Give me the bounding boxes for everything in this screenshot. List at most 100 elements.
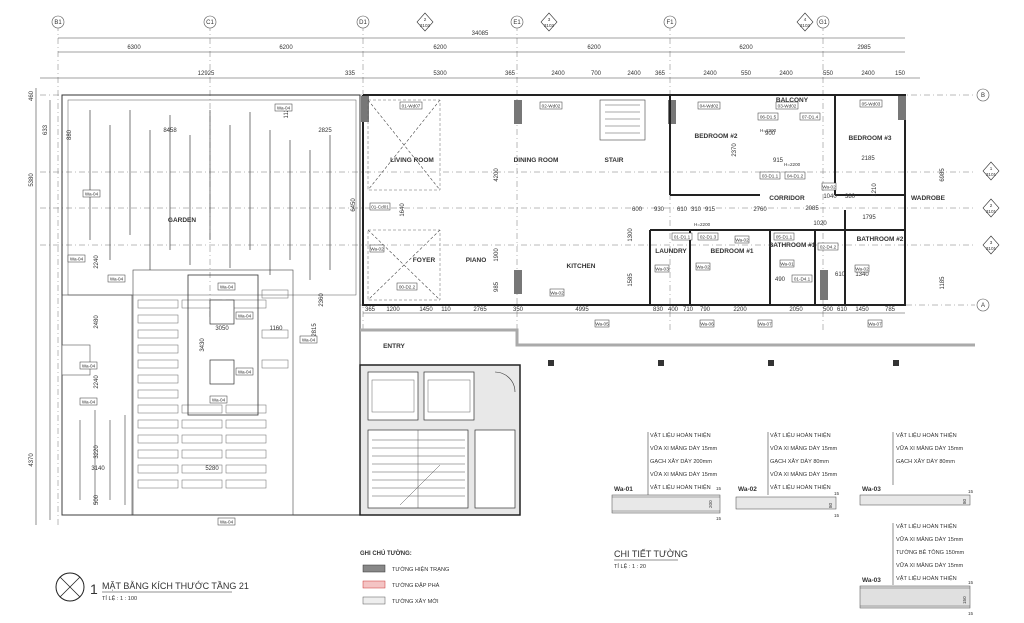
svg-text:2400: 2400 [627,71,641,77]
svg-text:15: 15 [968,580,974,585]
svg-text:6200: 6200 [587,45,601,51]
svg-text:3430: 3430 [200,338,206,352]
garden-wall-tags: Wa-04 Wa-04 Wa-04 Wa-04 Wa-04 Wa-04 Wa-0… [67,103,318,526]
svg-text:VẬT LIỆU HOÀN THIỆN: VẬT LIỆU HOÀN THIỆN [896,574,957,582]
svg-text:Wa-04: Wa-04 [277,106,291,111]
svg-text:785: 785 [885,307,896,313]
svg-text:80: 80 [828,502,833,508]
svg-text:1795: 1795 [862,215,876,221]
svg-text:Wa-06: Wa-06 [700,322,714,327]
svg-text:01-Cd01: 01-Cd01 [371,205,389,210]
svg-text:05-D1.1: 05-D1.1 [776,235,793,240]
svg-text:Wa-04: Wa-04 [302,338,316,343]
svg-text:310: 310 [691,207,702,213]
svg-text:2815: 2815 [312,323,318,337]
grid-label-a: A [981,303,985,309]
plan-scale: TỈ LỆ : 1 : 100 [102,594,137,602]
svg-text:2400: 2400 [703,71,717,77]
wall-detail-wa01: VẬT LIỆU HOÀN THIỆN VỮA XI MĂNG DÀY 15mm… [611,431,722,521]
legend-item-existing: TƯỜNG HIỆN TRẠNG [392,565,449,573]
svg-text:Wa-07: Wa-07 [868,322,882,327]
room-label-balcony: BALCONY [776,97,809,104]
room-label-bathroom1: BATHROOM #1 [769,242,816,249]
svg-text:700: 700 [591,71,602,77]
room-label-bedroom1: BEDROOM #1 [711,248,754,255]
svg-text:3220: 3220 [94,445,100,459]
svg-text:Wa-02: Wa-02 [370,247,384,252]
svg-text:2985: 2985 [857,45,871,51]
svg-text:GẠCH XÂY DÀY 80mm: GẠCH XÂY DÀY 80mm [896,458,955,465]
grid-bubbles-right: B 1 3101 2 3101 3 3101 A [976,88,1000,312]
room-label-living: LIVING ROOM [390,157,434,164]
grid-label-b: B [981,93,985,99]
svg-text:3101: 3101 [986,172,997,177]
svg-text:500: 500 [94,494,100,505]
svg-text:02-D4.2: 02-D4.2 [820,245,837,250]
svg-text:460: 460 [29,90,35,101]
svg-text:365: 365 [365,307,376,313]
svg-text:Wa-04: Wa-04 [85,192,99,197]
svg-text:110: 110 [441,307,451,313]
svg-text:Wa-02: Wa-02 [550,291,564,296]
svg-text:01-D4.1: 01-D4.1 [794,277,811,282]
grid-label-d1: D1 [359,20,367,26]
section-callout-2: 2 3102 [416,12,434,32]
svg-text:4200: 4200 [494,168,500,182]
svg-text:15: 15 [968,489,974,494]
room-label-bathroom2: BATHROOM #2 [857,236,904,243]
svg-text:80: 80 [962,498,967,504]
svg-text:490: 490 [775,277,786,283]
section-callout-3: 3 3102 [540,12,558,32]
svg-text:1040: 1040 [823,194,837,200]
room-labels: LIVING ROOM DINING ROOM STAIR BEDROOM #2… [383,97,946,350]
svg-text:600: 600 [632,207,643,213]
svg-text:3050: 3050 [215,326,229,332]
svg-text:2370: 2370 [732,143,738,157]
svg-text:Wa-04: Wa-04 [70,257,84,262]
room-label-bedroom2: BEDROOM #2 [695,133,738,140]
grid-label-b1: B1 [54,20,62,26]
svg-text:3102: 3102 [800,23,811,28]
svg-text:15: 15 [716,516,722,521]
section-callout-4: 4 3102 [796,12,814,32]
svg-text:880: 880 [67,129,73,140]
svg-text:12925: 12925 [198,71,215,77]
svg-text:5380: 5380 [29,173,35,187]
svg-text:2760: 2760 [753,207,767,213]
svg-text:03-D1.1: 03-D1.1 [762,174,779,179]
left-dimension-chains: 5380 4370 460 633 [29,88,51,525]
grid-label-g1: G1 [819,20,828,26]
grid-label-c1: C1 [206,20,214,26]
svg-text:VỮA XI MĂNG DÀY 15mm: VỮA XI MĂNG DÀY 15mm [650,471,717,478]
svg-text:335: 335 [345,71,356,77]
svg-text:Wa-04: Wa-04 [110,277,124,282]
grid-bubbles-top: B1 C1 D1 E1 F1 G1 2 3102 3 3102 4 3102 [51,12,830,32]
svg-text:1300: 1300 [628,228,634,242]
common-corridor [360,328,975,366]
svg-text:2480: 2480 [94,315,100,329]
wall-detail-wa03-b: VẬT LIỆU HOÀN THIỆN VỮA XI MĂNG DÀY 15mm… [859,522,974,616]
svg-text:3102: 3102 [544,23,555,28]
svg-text:VỮA XI MĂNG DÀY 15mm: VỮA XI MĂNG DÀY 15mm [650,445,717,452]
room-label-wardrobe: WADROBE [911,195,946,202]
detail-scale: TỈ LỆ : 1 : 20 [614,562,646,570]
svg-text:Wa-02: Wa-02 [822,185,836,190]
svg-text:H=2200: H=2200 [694,222,711,227]
svg-text:3: 3 [990,240,993,245]
svg-text:200: 200 [708,500,713,508]
svg-text:15: 15 [716,486,722,491]
svg-text:Wa-03: Wa-03 [862,577,881,584]
svg-text:2400: 2400 [779,71,793,77]
svg-text:06-D1.5: 06-D1.5 [760,115,777,120]
svg-text:365: 365 [505,71,516,77]
svg-text:2: 2 [424,17,427,22]
svg-text:Wa-01: Wa-01 [780,262,794,267]
svg-text:4370: 4370 [29,453,35,467]
svg-text:830: 830 [653,307,664,313]
room-label-bedroom3: BEDROOM #3 [849,135,892,142]
svg-text:5300: 5300 [433,71,447,77]
door-tags: 01-Wd07 02-Wd02 04-Wd02 03-Wd02 05-Wd03 … [369,99,883,328]
svg-text:2085: 2085 [805,206,819,212]
svg-text:6450: 6450 [351,198,357,212]
room-label-corridor: CORRIDOR [769,195,805,202]
